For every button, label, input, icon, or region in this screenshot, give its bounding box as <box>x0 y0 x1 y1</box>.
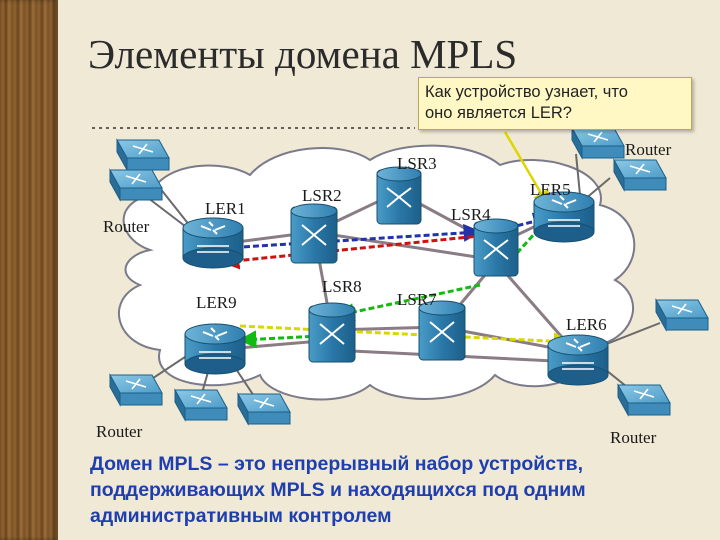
router-label-top-right: Router <box>625 140 672 159</box>
router-icon <box>617 383 671 417</box>
callout-pointer <box>503 131 550 209</box>
page-title: Элементы домена MPLS <box>88 31 518 77</box>
summary-line-2: поддерживающих MPLS и находящихся под од… <box>90 479 586 501</box>
lsr7-router-icon <box>418 300 466 361</box>
router-icon <box>116 138 170 172</box>
node-label-lsr4: LSR4 <box>451 205 491 224</box>
summary-text: Домен MPLS – это непрерывный набор устро… <box>90 451 710 529</box>
router-icon <box>109 373 163 407</box>
summary-line-3: административным контролем <box>90 505 392 527</box>
router-icon <box>613 158 667 192</box>
router-icon <box>109 168 163 202</box>
node-label-ler1: LER1 <box>205 199 246 218</box>
router-icon <box>237 392 291 426</box>
ler1-router-icon <box>182 217 244 269</box>
router-label-bottom-right: Router <box>610 428 657 447</box>
callout-box: Как устройство узнает, что оно является … <box>418 77 692 130</box>
router-icon <box>571 126 625 160</box>
node-label-lsr8: LSR8 <box>322 277 362 296</box>
router-label-bottom-left: Router <box>96 422 143 441</box>
node-label-ler6: LER6 <box>566 315 607 334</box>
node-label-ler5: LER5 <box>530 180 571 199</box>
router-icon <box>655 298 709 332</box>
lsr4-router-icon <box>473 218 519 277</box>
summary-line-1: Домен MPLS – это непрерывный набор устро… <box>90 453 584 475</box>
node-label-lsr3: LSR3 <box>397 154 437 173</box>
lsr8-router-icon <box>308 302 356 363</box>
callout-line-2: оно является LER? <box>425 104 572 122</box>
callout-line-1: Как устройство узнает, что <box>425 83 628 101</box>
router-label-left: Router <box>103 217 150 236</box>
ler9-router-icon <box>184 323 246 375</box>
node-label-lsr7: LSR7 <box>397 290 437 309</box>
wood-border <box>0 0 58 540</box>
ler6-router-icon <box>547 334 609 386</box>
lsp-red <box>221 230 519 270</box>
lsr3-router-icon <box>376 166 422 225</box>
lsp-yellow <box>239 324 572 351</box>
lsr2-router-icon <box>290 203 338 264</box>
router-icon <box>174 388 228 422</box>
node-label-ler9: LER9 <box>196 293 237 312</box>
node-label-lsr2: LSR2 <box>302 186 342 205</box>
ler5-router-icon <box>533 191 595 243</box>
